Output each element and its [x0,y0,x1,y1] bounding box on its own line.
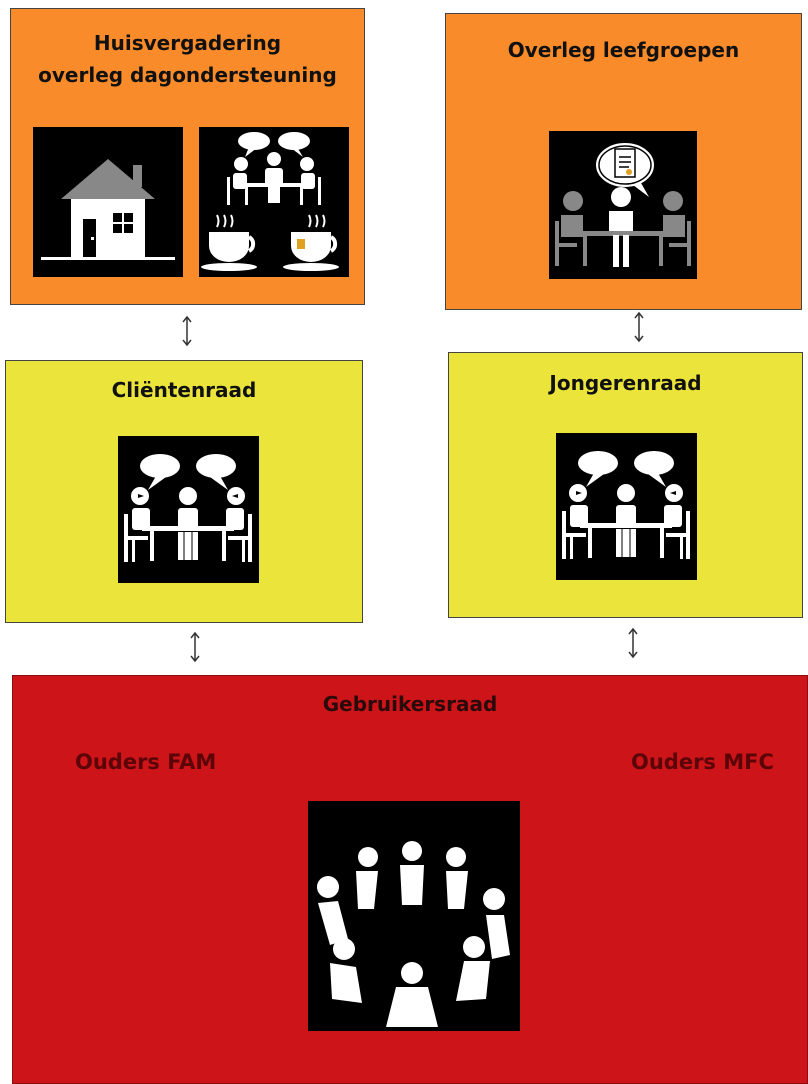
house-pictogram [33,127,183,277]
huisvergadering-title-line2: overleg dagondersteuning [38,63,337,87]
double-arrow-icon [627,626,639,660]
overleg-leefgroepen-box: Overleg leefgroepen [445,13,802,310]
ouders-fam-label: Ouders FAM [75,750,217,774]
clientenraad-title: Cliëntenraad [111,378,257,402]
double-arrow-icon [181,314,193,348]
meeting-document-pictogram [549,131,697,279]
gebruikersraad-title: Gebruikersraad [322,692,498,716]
jongerenraad-box: Jongerenraad [448,352,803,618]
clientenraad-box: Cliëntenraad [5,360,363,623]
meeting-pictogram [118,436,259,583]
huisvergadering-box: Huisvergadering overleg dagondersteuning [10,8,365,305]
huisvergadering-title: Huisvergadering overleg dagondersteuning [11,29,364,90]
circle-meeting-pictogram [308,801,520,1031]
overleg-leefgroepen-title: Overleg leefgroepen [507,38,740,62]
double-arrow-icon [633,310,645,344]
meeting-pictogram [556,433,697,580]
meeting-coffee-pictogram [199,127,349,277]
jongerenraad-title: Jongerenraad [549,371,702,395]
ouders-mfc-label: Ouders MFC [631,750,774,774]
double-arrow-icon [189,630,201,664]
huisvergadering-title-line1: Huisvergadering [93,31,282,55]
gebruikersraad-box: Gebruikersraad Ouders FAM Ouders MFC [12,675,808,1084]
